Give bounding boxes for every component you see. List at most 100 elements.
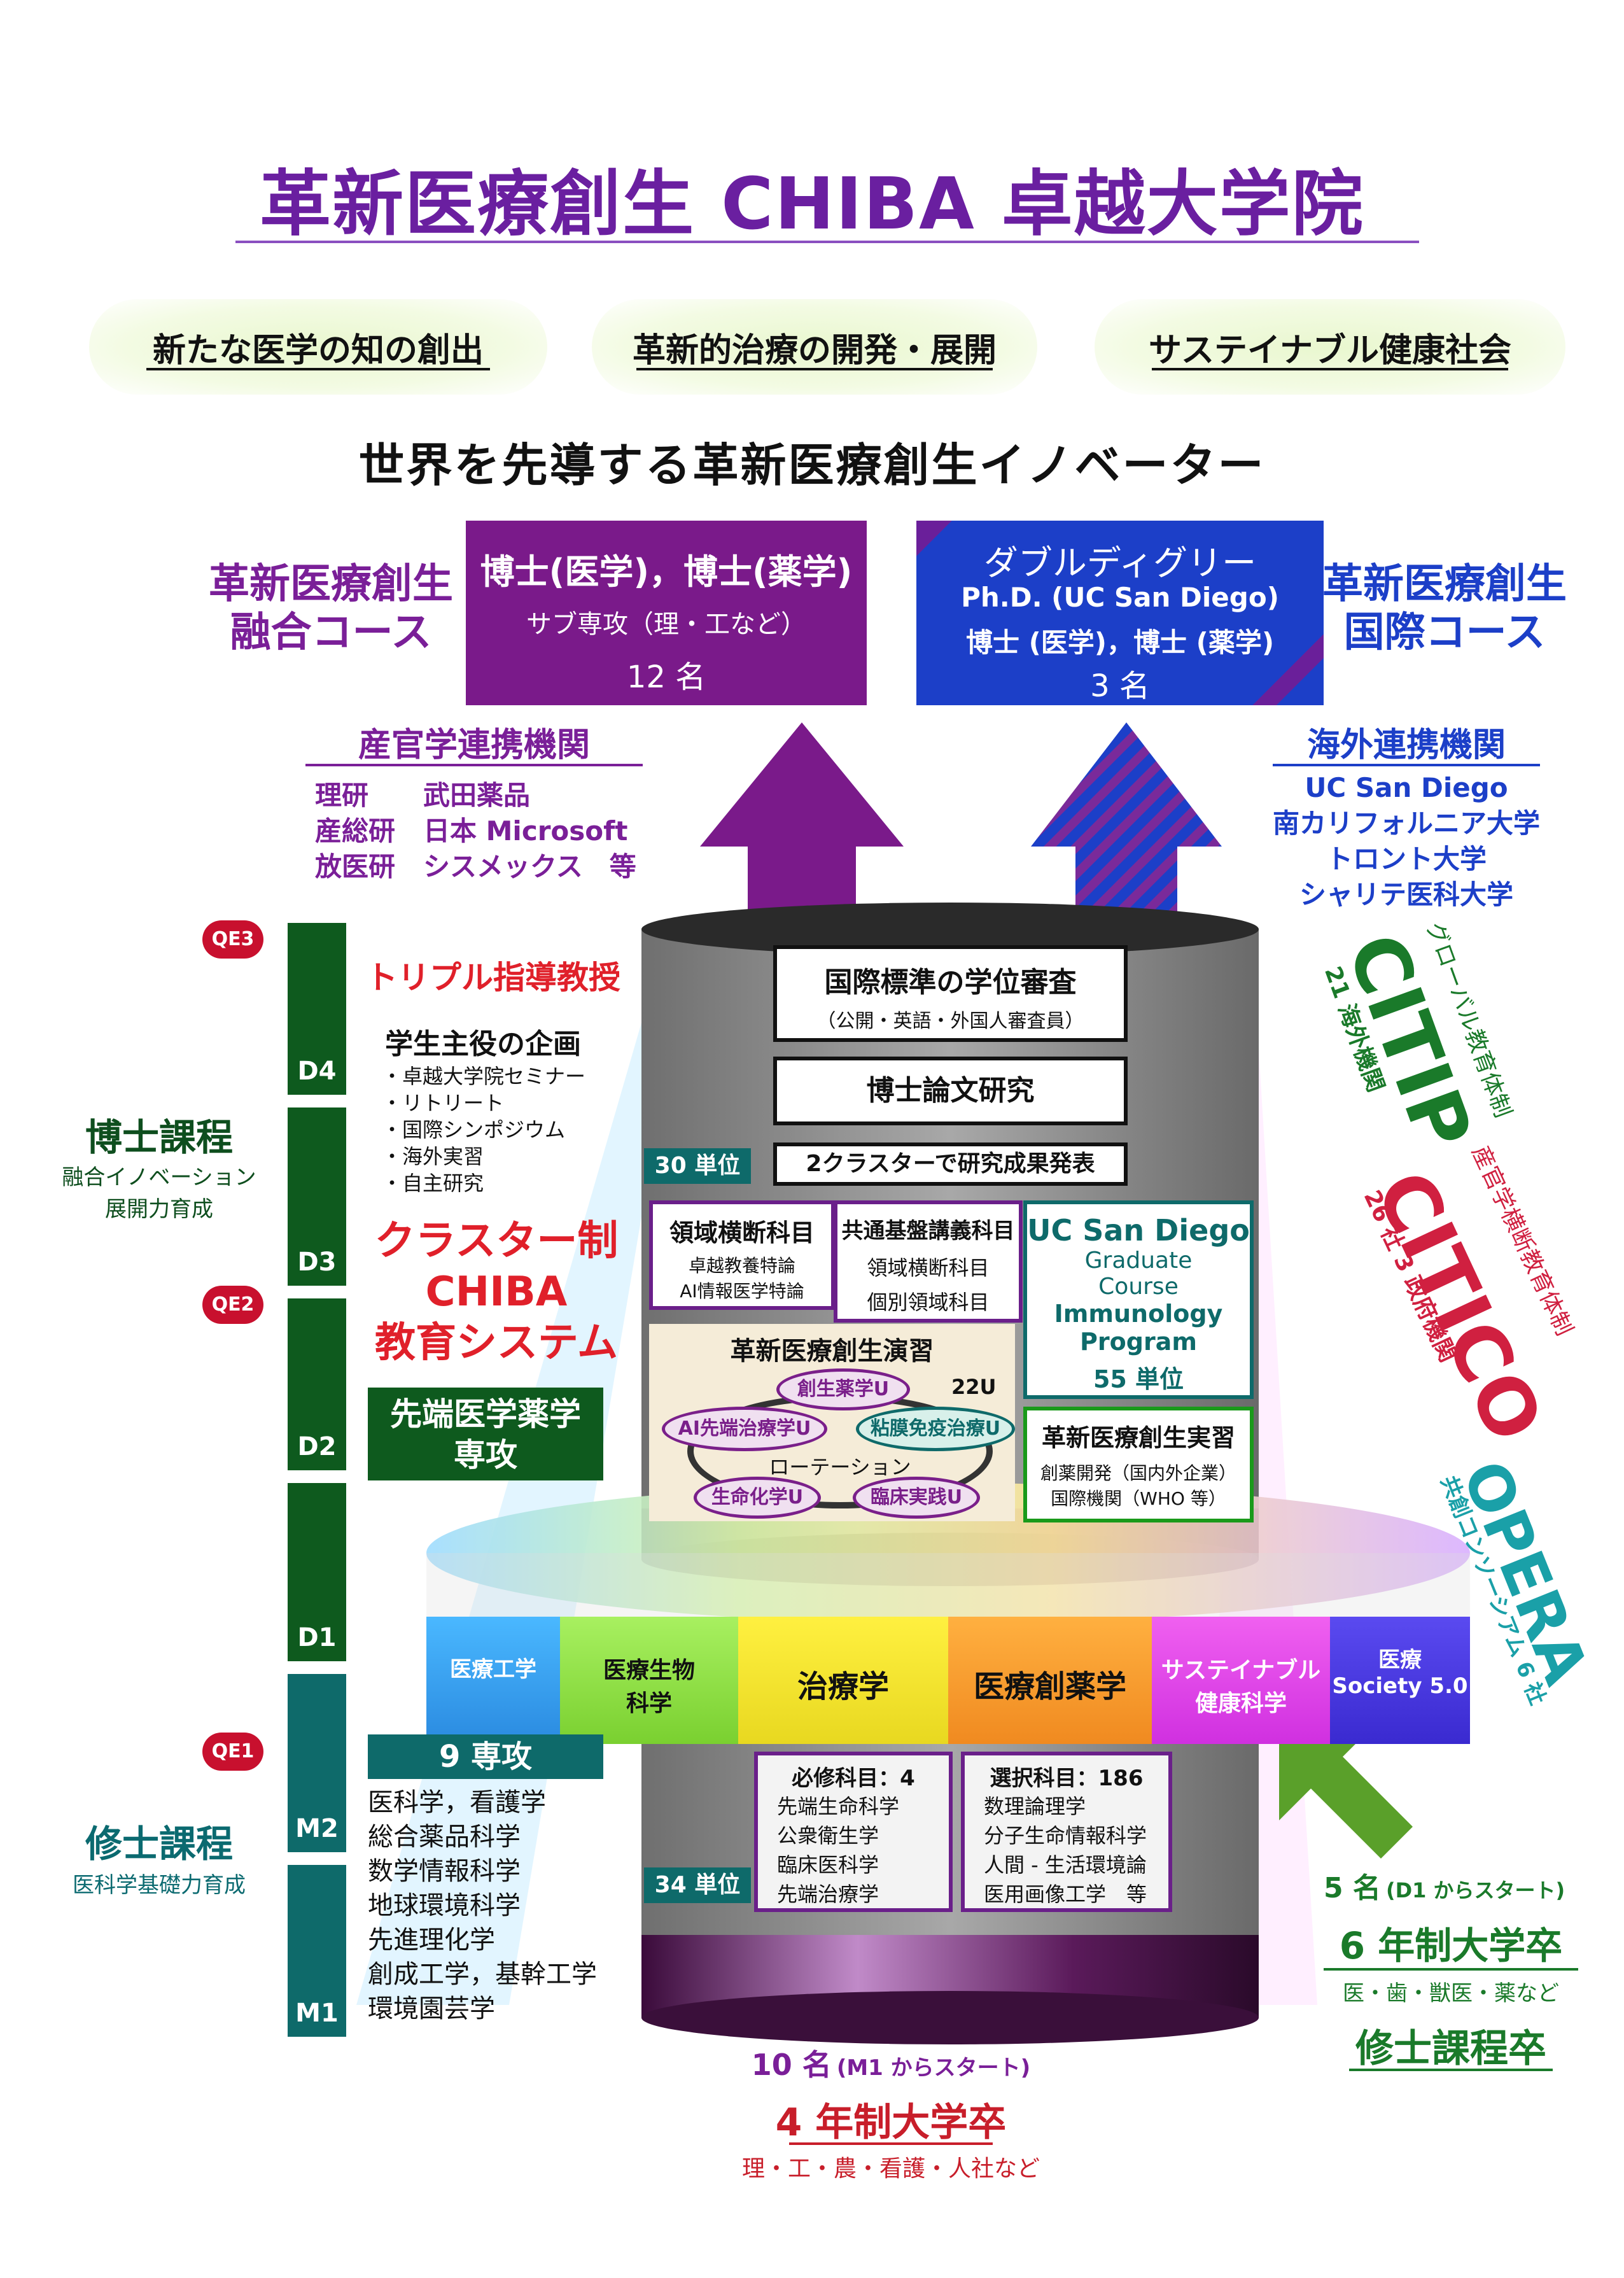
doctor-course-sub2: 展開力育成 (105, 1197, 213, 1222)
step-m2: M2 (288, 1674, 346, 1852)
step-d1: D1 (288, 1483, 346, 1661)
opera-block: OPERA 共創コンソーシアム 6 社 (1435, 1451, 1604, 1708)
common-course-box: 共通基盤講義科目 領域横断科目 個別領域科目 (834, 1200, 1023, 1323)
overseas-item: シャリテ医科大学 (1299, 879, 1513, 910)
oval-mucosal: 粘膜免疫治療U (856, 1407, 1015, 1451)
fusion-course-label: 革新医療創生 融合コース (191, 560, 471, 657)
cluster-system-label: クラスター制 CHIBA 教育システム (374, 1218, 619, 1367)
ring-segment-society: 医療 Society 5.0 (1330, 1617, 1470, 1744)
degree-intl-line1: ダブルディグリー (983, 543, 1257, 583)
title-underline (235, 241, 1419, 243)
goal-sustainable: サステイナブル健康社会 (1095, 299, 1565, 395)
entry-d1-sub: 医・歯・獣医・薬など (1343, 1981, 1559, 2006)
industry-row: 理研武田薬品 (315, 780, 531, 811)
goal-underline (1152, 368, 1508, 370)
planning-item: ・海外実習 (382, 1144, 484, 1169)
page-subtitle: 世界を先導する革新医療創生イノベーター (358, 439, 1266, 492)
step-d2: D2 (288, 1298, 346, 1470)
majors-title: 9 専攻 (368, 1734, 603, 1779)
ring-segment-sustainable: サステイナブル 健康科学 (1152, 1617, 1330, 1744)
step-m1: M1 (288, 1865, 346, 2037)
industry-row: 産総研日本 Microsoft (315, 815, 628, 847)
triple-advisor-label: トリプル指導教授 (366, 959, 620, 996)
overseas-item: 南カリフォルニア大学 (1272, 808, 1540, 839)
entry-master-underline (1349, 2069, 1553, 2071)
step-d4: D4 (288, 923, 346, 1095)
international-course-label: 革新医療創生 国際コース (1305, 560, 1585, 657)
major-item: 地球環境科学 (368, 1891, 521, 1920)
entry-m1-title: 4 年制大学卒 (775, 2100, 1007, 2145)
overseas-item: トロント大学 (1326, 843, 1487, 875)
degree-intl-count: 3 名 (1090, 668, 1150, 704)
majors-list: 医科学，看護学 総合薬品科学 数学情報科学 地球環境科学 先進理化学 創成工学，… (368, 1785, 597, 2026)
international-course-line2: 国際コース (1343, 609, 1546, 656)
planning-item: ・自主研究 (382, 1171, 484, 1195)
degree-intl-line3: 博士 (医学)，博士 (薬学) (965, 627, 1275, 658)
degree-box-international: ダブルディグリー Ph.D. (UC San Diego) 博士 (医学)，博士… (916, 521, 1324, 705)
arrow-international (1031, 722, 1222, 923)
planning-item: ・卓越大学院セミナー (382, 1064, 586, 1088)
ring-segment-medical-engineering: 医療工学 (426, 1617, 560, 1744)
citip-block: CITIP グローバル教育体制 21 海外機関 (1305, 918, 1516, 1178)
practice-box: 革新医療創生実習 創薬開発（国内外企業） 国際機関（WHO 等） (1023, 1407, 1254, 1522)
major-item: 数学情報科学 (368, 1857, 521, 1886)
degree-review-box: 国際標準の学位審査 （公開・英語・外国人審査員） (773, 945, 1128, 1042)
planning-title: 学生主役の企画 (385, 1028, 581, 1060)
goal-label: 革新的治療の開発・展開 (632, 332, 997, 370)
entry-d1-count-line: 5 名(D1 からスタート) (1324, 1872, 1565, 1904)
ring-segment-biology: 医療生物 科学 (560, 1617, 738, 1744)
degree-box-fusion: 博士(医学)，博士(薬学) サブ専攻（理・工など） 12 名 (466, 521, 867, 705)
major-item: 環境園芸学 (368, 1994, 495, 2023)
exercise-box: 革新医療創生演習 22U 創生薬学U AI先端治療学U 粘膜免疫治療U ローテー… (649, 1324, 1015, 1521)
planning-item: ・リトリート (382, 1091, 505, 1115)
units-34-tag: 34 単位 (644, 1867, 751, 1903)
qe1-badge: QE1 (202, 1733, 263, 1771)
overseas-list: UC San Diego 南カリフォルニア大学 トロント大学 シャリテ医科大学 (1247, 770, 1565, 913)
entry-arrow (1279, 1725, 1413, 1859)
citico-block: CITICO 産官学横断教育体制 26 社 3 政府機関 (1358, 1142, 1578, 1455)
domain-course-box: 領域横断科目 卓越教養特論 AI情報医学特論 (649, 1200, 835, 1310)
doctor-course-title: 博士課程 (85, 1116, 233, 1159)
required-courses-box: 必修科目：4 先端生命科学 公衆衛生学 臨床医科学 先端治療学 (754, 1752, 953, 1912)
qe2-badge: QE2 (202, 1286, 263, 1324)
page-title: 革新医療創生 CHIBA 卓越大学院 (260, 163, 1364, 246)
degree-fusion-count: 12 名 (626, 659, 706, 695)
planning-list: ・卓越大学院セミナー ・リトリート ・国際シンポジウム ・海外実習 ・自主研究 (382, 1063, 585, 1197)
master-course-sub: 医科学基礎力育成 (73, 1873, 246, 1898)
ring-segment-therapeutics: 治療学 (738, 1617, 948, 1744)
ucsd-program-box: UC San Diego Graduate Course Immunology … (1023, 1200, 1254, 1399)
advanced-major-box: 先端医学薬学 専攻 (368, 1388, 603, 1480)
degree-fusion-line1: 博士(医学)，博士(薬学) (480, 552, 853, 592)
major-item: 創成工学，基幹工学 (368, 1960, 597, 1989)
overseas-title: 海外連携機関 (1306, 726, 1506, 764)
qe3-badge: QE3 (202, 920, 263, 959)
master-course-title: 修士課程 (85, 1822, 233, 1866)
overseas-item: UC San Diego (1305, 772, 1508, 803)
cluster-presentation-box: 2クラスターで研究成果発表 (773, 1143, 1128, 1186)
units-30-tag: 30 単位 (644, 1148, 751, 1184)
fusion-course-line1: 革新医療創生 (209, 561, 453, 608)
oval-clinical: 臨床実践U (853, 1477, 980, 1519)
oval-ai: AI先端治療学U (662, 1407, 827, 1451)
overseas-underline (1273, 764, 1540, 766)
degree-fusion-line2: サブ専攻（理・工など） (526, 610, 806, 639)
oval-biochem: 生命化学U (694, 1477, 821, 1519)
thesis-box: 博士論文研究 (773, 1057, 1128, 1125)
industry-list: 理研武田薬品 産総研日本 Microsoft 放医研シスメックス 等 (315, 778, 671, 885)
entry-master-title: 修士課程卒 (1355, 2027, 1546, 2071)
industry-row: 放医研シスメックス 等 (315, 851, 636, 882)
goal-knowledge: 新たな医学の知の創出 (89, 299, 547, 395)
planning-item: ・国際シンポジウム (382, 1118, 566, 1142)
entry-m1-count-line: 10 名(M1 からスタート) (751, 2048, 1031, 2082)
upper-cylinder-top (641, 903, 1259, 956)
major-item: 先進理化学 (368, 1925, 495, 1955)
entry-m1-sub: 理・工・農・看護・人社など (741, 2156, 1040, 2182)
entry-d1-title: 6 年制大学卒 (1339, 1924, 1563, 1967)
entry-d1-underline (1324, 1968, 1578, 1971)
doctor-course-sub1: 融合イノベーション (62, 1165, 256, 1190)
major-item: 総合薬品科学 (368, 1822, 521, 1852)
elective-courses-box: 選択科目：186 数理論理学 分子生命情報科学 人間 - 生活環境論 医用画像工… (961, 1752, 1172, 1912)
international-course-line1: 革新医療創生 (1322, 561, 1567, 608)
entry-m1-underline (789, 2142, 993, 2145)
goal-treatment: 革新的治療の開発・展開 (592, 299, 1037, 395)
